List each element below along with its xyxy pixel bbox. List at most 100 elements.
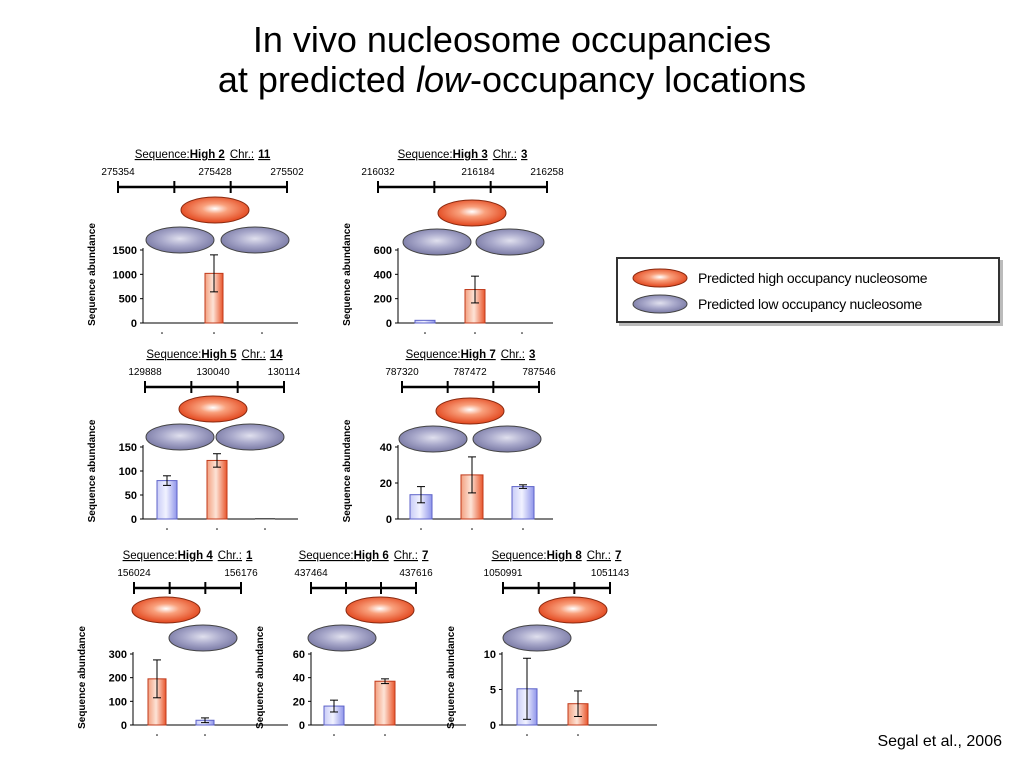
chr-prefix: Chr.: — [230, 149, 254, 161]
y-tick-label: 20 — [293, 696, 305, 708]
y-tick-label: 1500 — [113, 245, 137, 257]
x-tick-mark — [213, 332, 215, 334]
low-nucleosome — [472, 425, 542, 453]
x-tick-mark — [577, 734, 579, 736]
sequence-name: High 3 — [453, 149, 488, 161]
x-tick-mark — [384, 734, 386, 736]
x-tick-mark — [521, 332, 523, 334]
coordinate-label: 156176 — [224, 568, 258, 579]
sequence-prefix: Sequence: — [135, 149, 190, 161]
bar-high — [374, 680, 396, 726]
low-nucleosome — [402, 228, 472, 256]
high-nucleosome — [437, 199, 507, 227]
x-tick-mark — [522, 528, 524, 530]
sequence-name: High 8 — [547, 550, 583, 562]
coordinate-label: 787546 — [522, 367, 556, 378]
coordinate-label: 130114 — [268, 367, 301, 378]
x-tick-mark — [420, 528, 422, 530]
x-tick-mark — [474, 332, 476, 334]
legend-row-high: Predicted high occupancy nucleosome — [618, 267, 998, 289]
bar-low — [414, 319, 436, 324]
x-tick-mark — [264, 528, 266, 530]
y-tick-label: 300 — [109, 649, 127, 661]
y-tick-label: 0 — [490, 720, 496, 732]
low-nucleosome — [307, 624, 377, 652]
y-tick-label: 500 — [119, 294, 137, 306]
chr-prefix: Chr.: — [218, 550, 242, 562]
x-tick-mark — [204, 734, 206, 736]
y-tick-label: 0 — [131, 514, 137, 526]
chr-value: 3 — [529, 349, 535, 361]
y-tick-label: 0 — [299, 720, 305, 732]
y-tick-label: 40 — [380, 442, 392, 454]
low-nucleosome — [145, 226, 215, 254]
chr-prefix: Chr.: — [394, 550, 418, 562]
sequence-header: Sequence:High 8 Chr.: 7 — [492, 550, 622, 562]
sequence-name: High 4 — [178, 550, 214, 562]
y-tick-label: 0 — [121, 720, 127, 732]
high-nucleosome — [131, 596, 201, 624]
low-nucleosome — [398, 425, 468, 453]
y-tick-label: 1000 — [113, 269, 137, 281]
x-tick-mark — [526, 734, 528, 736]
slide-title: In vivo nucleosome occupancies at predic… — [0, 20, 1024, 100]
title-line-1: In vivo nucleosome occupancies — [252, 19, 772, 60]
y-tick-label: 10 — [484, 649, 496, 661]
coordinate-label: 437464 — [294, 568, 328, 579]
x-tick-mark — [471, 528, 473, 530]
y-axis-label: Sequence abundance — [77, 626, 88, 729]
x-tick-mark — [333, 734, 335, 736]
coordinate-label: 787320 — [385, 367, 419, 378]
sequence-name: High 6 — [354, 550, 389, 562]
sequence-prefix: Sequence: — [492, 550, 547, 562]
coordinate-label: 275354 — [101, 167, 135, 178]
sequence-name: High 5 — [201, 349, 237, 361]
coordinate-label: 216032 — [361, 167, 395, 178]
chr-value: 7 — [615, 550, 621, 562]
bar-high — [206, 459, 228, 520]
y-axis-label: Sequence abundance — [342, 419, 353, 522]
chr-prefix: Chr.: — [501, 349, 525, 361]
x-tick-mark — [216, 528, 218, 530]
x-tick-mark — [261, 332, 263, 334]
chr-prefix: Chr.: — [587, 550, 611, 562]
coordinate-label: 130040 — [196, 367, 230, 378]
high-nucleosome — [538, 596, 608, 624]
y-tick-label: 60 — [293, 649, 305, 661]
y-tick-label: 600 — [374, 245, 392, 257]
low-nucleosome — [220, 226, 290, 254]
coordinate-label: 1051143 — [591, 568, 630, 579]
low-nucleosome — [145, 423, 215, 451]
x-tick-mark — [156, 734, 158, 736]
legend-row-low: Predicted low occupancy nucleosome — [618, 293, 998, 315]
bar-minimal — [255, 518, 275, 520]
y-axis-label: Sequence abundance — [87, 223, 98, 326]
chr-value: 14 — [270, 349, 283, 361]
y-axis-label: Sequence abundance — [342, 223, 353, 326]
low-nucleosome — [215, 423, 285, 451]
y-tick-label: 200 — [109, 673, 127, 685]
coordinate-label: 787472 — [453, 367, 487, 378]
legend-high-label: Predicted high occupancy nucleosome — [698, 270, 928, 286]
x-tick-mark — [161, 332, 163, 334]
bar-low — [511, 486, 535, 520]
coordinate-label: 275428 — [198, 167, 232, 178]
chr-prefix: Chr.: — [493, 149, 517, 161]
low-nucleosome — [475, 228, 545, 256]
sequence-prefix: Sequence: — [146, 349, 201, 361]
y-tick-label: 40 — [293, 673, 305, 685]
